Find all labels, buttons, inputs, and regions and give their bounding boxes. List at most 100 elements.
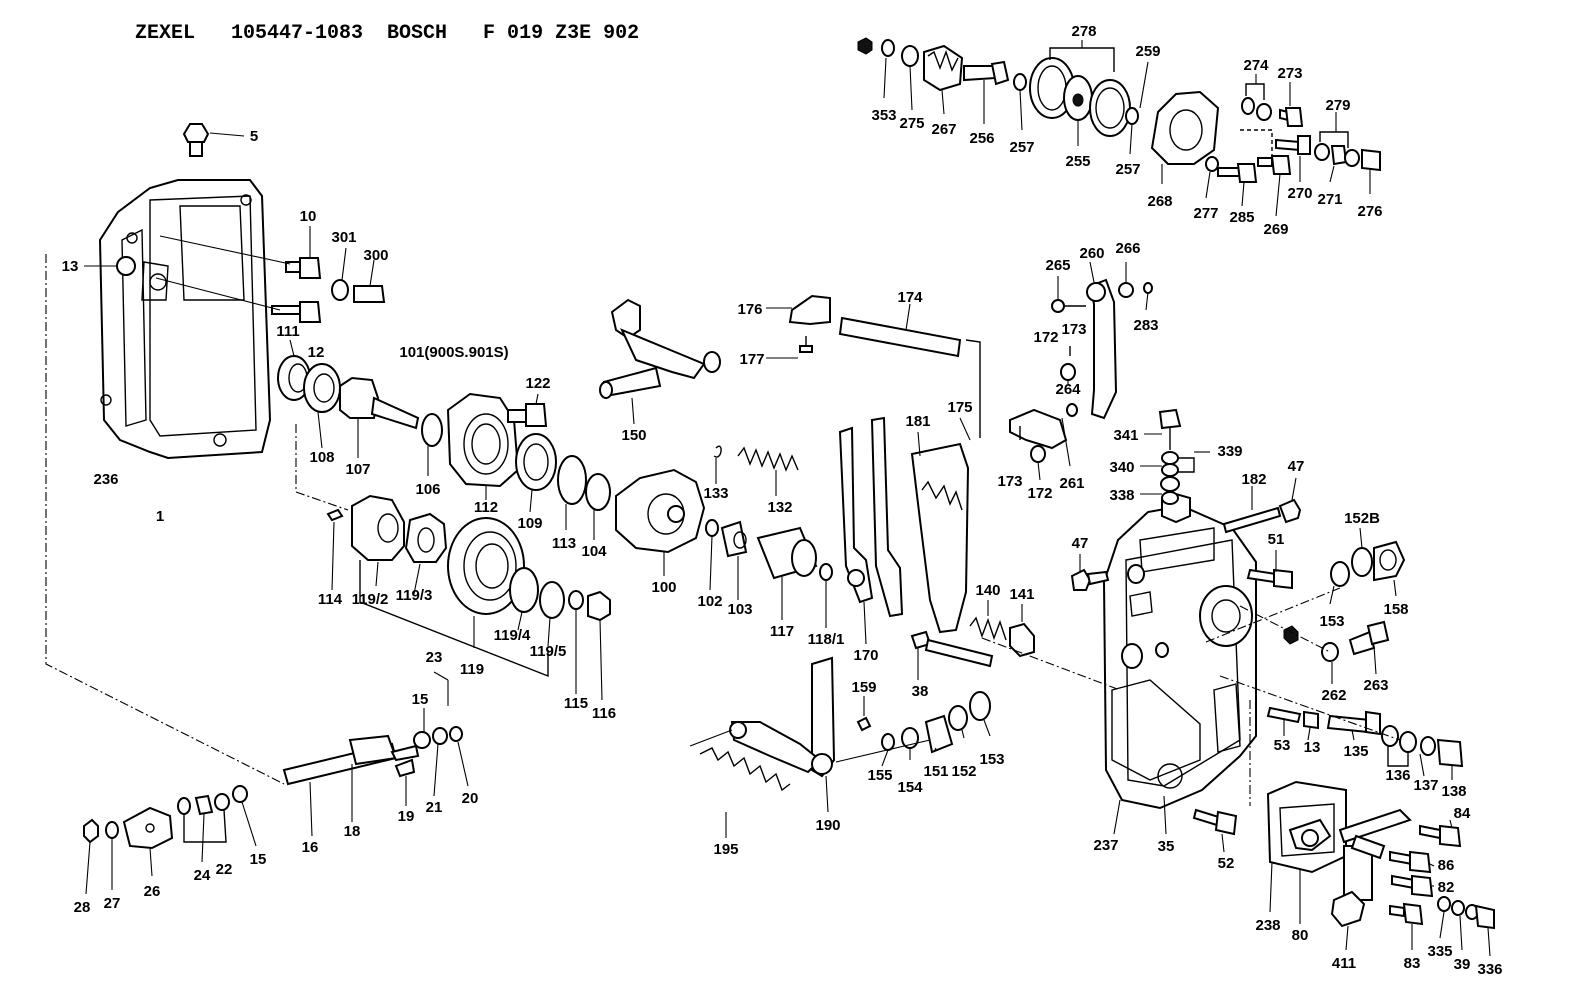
callout-label: 176 xyxy=(737,301,762,318)
callout-label: 153 xyxy=(1319,613,1344,630)
callout-label: 174 xyxy=(897,289,923,306)
callout-label: 51 xyxy=(1268,531,1285,548)
lever-assembly-170 xyxy=(838,416,970,645)
bracket-238-assembly xyxy=(1266,780,1412,951)
diagram-title: ZEXEL 105447-1083 BOSCH F 019 Z3E 902 xyxy=(135,22,639,45)
callout-label: 283 xyxy=(1133,317,1158,334)
callout-label: 301 xyxy=(331,229,356,246)
callout-label: 135 xyxy=(1343,743,1368,760)
spring-140-nut-141 xyxy=(910,600,1035,680)
spring-132-icon xyxy=(713,445,799,496)
callout-label: 159 xyxy=(851,679,876,696)
callout-label: 119/5 xyxy=(530,643,567,660)
key-114-icon xyxy=(326,508,344,591)
callout-label: 138 xyxy=(1441,783,1466,800)
callout-label: 338 xyxy=(1109,487,1134,504)
callout-label: 267 xyxy=(931,121,956,138)
callout-label: 13 xyxy=(1304,739,1321,756)
screws-82-86 xyxy=(1389,819,1495,957)
callout-label: 152 xyxy=(951,763,976,780)
dashdot-line-135 xyxy=(1219,675,1401,741)
callout-label: 260 xyxy=(1079,245,1104,262)
callout-label: 104 xyxy=(581,543,607,560)
callout-label: 108 xyxy=(309,449,334,466)
callout-label: 278 xyxy=(1071,23,1096,40)
dashdot-line-158 xyxy=(1205,587,1341,643)
bolt-51-icon xyxy=(1246,550,1293,590)
callout-label: 173 xyxy=(997,473,1022,490)
callout-label: 10 xyxy=(300,208,317,225)
callout-label: 238 xyxy=(1255,917,1280,934)
callout-label: 38 xyxy=(912,683,929,700)
plug-158-assembly xyxy=(1329,527,1406,605)
callout-label: 170 xyxy=(853,647,878,664)
callout-label: 35 xyxy=(1158,838,1175,855)
callout-label: 274 xyxy=(1243,57,1269,74)
washers-151-155 xyxy=(835,691,991,767)
plug-263-assembly xyxy=(1321,620,1390,684)
callout-label: 21 xyxy=(426,799,443,816)
callout-label: 111 xyxy=(276,323,299,340)
callout-label: 19 xyxy=(398,808,415,825)
bracket-176 xyxy=(766,294,831,359)
callout-label: 261 xyxy=(1059,475,1084,492)
callout-label: 154 xyxy=(897,779,923,796)
callout-labels: 1 5 10 12 13 13 15 15 16 18 19 20 21 22 … xyxy=(62,23,1503,978)
callout-label: 106 xyxy=(415,481,440,498)
rack-174 xyxy=(838,303,981,441)
callout-label: 16 xyxy=(302,839,319,856)
callout-label: 80 xyxy=(1292,927,1309,944)
callout-label: 151 xyxy=(923,763,948,780)
screws-277-285-269 xyxy=(1205,155,1292,217)
callout-label: 275 xyxy=(899,115,924,132)
callout-label: 141 xyxy=(1009,586,1034,603)
callout-label: 26 xyxy=(144,883,161,900)
callout-label: 13 xyxy=(62,258,79,275)
callout-label: 47 xyxy=(1072,535,1089,552)
callout-label: 18 xyxy=(344,823,361,840)
callout-label: 158 xyxy=(1383,601,1408,618)
callout-label: 119/2 xyxy=(352,591,389,608)
callout-label: 172 xyxy=(1033,329,1058,346)
bolt-13-left-icon xyxy=(84,256,136,276)
bolt-341-stack xyxy=(1140,408,1210,505)
callout-label: 107 xyxy=(345,461,370,478)
screws-35-52 xyxy=(1163,795,1238,853)
dashdot-line-key xyxy=(295,424,349,511)
callout-label: 102 xyxy=(697,593,722,610)
bolt-122-icon xyxy=(507,393,548,427)
callout-label: 263 xyxy=(1363,677,1388,694)
bolt-47-left-icon xyxy=(1070,554,1110,591)
callout-label: 28 xyxy=(74,899,91,916)
screws-10-12 xyxy=(155,226,386,323)
callout-label: 181 xyxy=(905,413,930,430)
callout-label: 257 xyxy=(1009,139,1034,156)
callout-label: 340 xyxy=(1109,459,1134,476)
callout-label: 100 xyxy=(651,579,676,596)
lever-190 xyxy=(689,656,836,838)
governor-upper-assembly xyxy=(857,37,1220,184)
dashdot-line-center xyxy=(981,637,1121,691)
callout-label: 269 xyxy=(1263,221,1288,238)
cam-100 xyxy=(615,468,706,576)
callout-label: 101(900S.901S) xyxy=(399,344,508,361)
callout-label: 23 xyxy=(426,649,443,666)
callout-label: 119/4 xyxy=(494,627,531,644)
callout-label: 153 xyxy=(979,751,1004,768)
callout-label: 12 xyxy=(308,344,325,361)
callout-label: 133 xyxy=(703,485,728,502)
callout-label: 52 xyxy=(1218,855,1235,872)
callout-label: 152B xyxy=(1344,510,1380,527)
dashdot-line-left xyxy=(45,254,285,785)
plug-5-icon xyxy=(182,123,245,157)
callout-label: 83 xyxy=(1404,955,1421,972)
callout-label: 24 xyxy=(194,867,211,884)
callout-label: 103 xyxy=(727,601,752,618)
callout-label: 137 xyxy=(1413,777,1438,794)
callout-label: 175 xyxy=(947,399,972,416)
ring-106-icon xyxy=(421,413,443,476)
sleeve-117-assembly xyxy=(705,519,833,628)
callout-label: 182 xyxy=(1241,471,1266,488)
callout-label: 115 xyxy=(564,695,588,712)
